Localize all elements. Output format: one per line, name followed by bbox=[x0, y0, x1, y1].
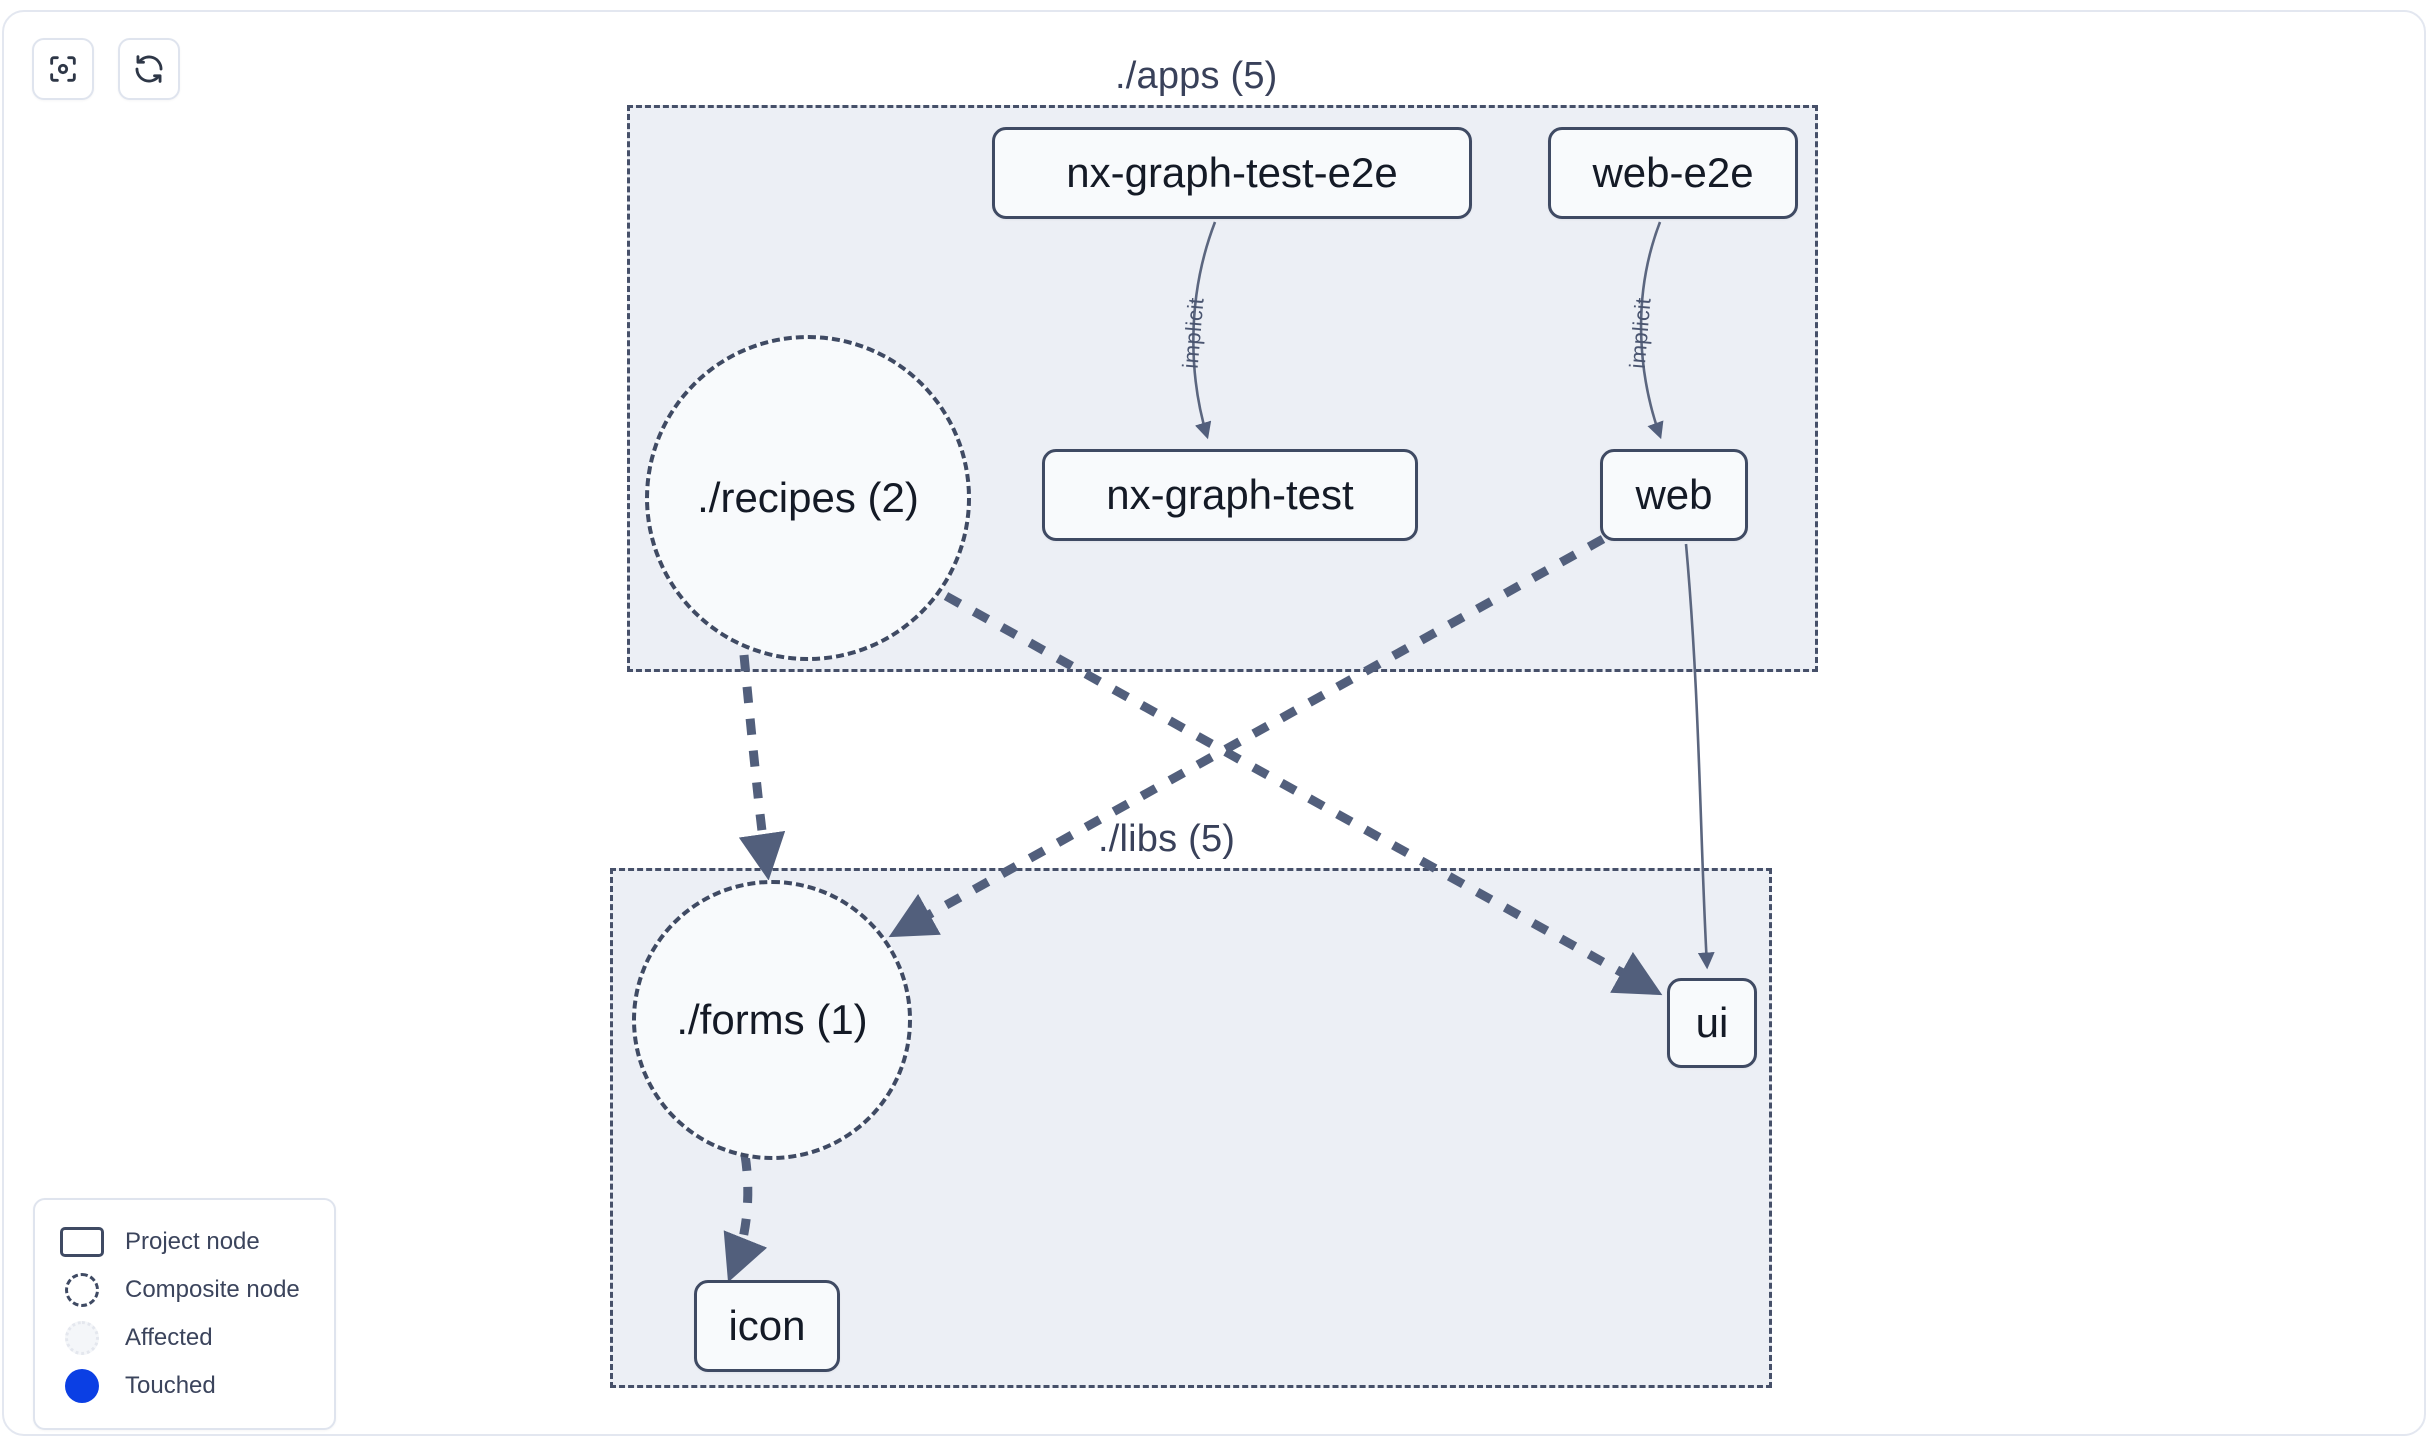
node-label: web bbox=[1635, 471, 1713, 518]
edge-recipes-to-forms bbox=[738, 654, 786, 881]
node-ui[interactable]: ui bbox=[1667, 978, 1757, 1068]
group-label-apps: ./apps (5) bbox=[1115, 55, 1278, 97]
project-node-swatch-icon bbox=[59, 1227, 105, 1257]
node-label: nx-graph-test bbox=[1106, 471, 1354, 518]
composite-node-swatch-icon bbox=[59, 1273, 105, 1307]
legend-label: Affected bbox=[125, 1324, 213, 1351]
graph-toolbar bbox=[32, 38, 180, 100]
node-label: ./forms (1) bbox=[676, 996, 868, 1043]
affected-swatch-icon bbox=[59, 1321, 105, 1355]
node-label: ui bbox=[1695, 999, 1729, 1046]
legend-label: Touched bbox=[125, 1372, 216, 1399]
node-label: web-e2e bbox=[1592, 149, 1754, 196]
legend-label: Composite node bbox=[125, 1276, 300, 1303]
focus-graph-button[interactable] bbox=[32, 38, 94, 100]
node-icon[interactable]: icon bbox=[694, 1280, 840, 1372]
node-recipes-composite[interactable]: ./recipes (2) bbox=[645, 335, 971, 661]
node-label: icon bbox=[728, 1302, 806, 1349]
legend-label: Project node bbox=[125, 1228, 260, 1255]
legend-item-touched: Touched bbox=[59, 1362, 312, 1410]
node-label: ./recipes (2) bbox=[697, 474, 919, 521]
legend-item-composite-node: Composite node bbox=[59, 1266, 312, 1314]
legend-item-project-node: Project node bbox=[59, 1218, 312, 1266]
node-nx-graph-test-e2e[interactable]: nx-graph-test-e2e bbox=[992, 127, 1472, 219]
node-nx-graph-test[interactable]: nx-graph-test bbox=[1042, 449, 1418, 541]
refresh-graph-button[interactable] bbox=[118, 38, 180, 100]
node-forms-composite[interactable]: ./forms (1) bbox=[632, 880, 912, 1160]
touched-swatch-icon bbox=[59, 1369, 105, 1403]
node-label: nx-graph-test-e2e bbox=[1066, 149, 1398, 196]
focus-target-icon bbox=[46, 52, 80, 86]
node-web-e2e[interactable]: web-e2e bbox=[1548, 127, 1798, 219]
graph-legend: Project node Composite node Affected Tou… bbox=[33, 1198, 336, 1430]
legend-item-affected: Affected bbox=[59, 1314, 312, 1362]
refresh-icon bbox=[132, 52, 166, 86]
group-label-libs: ./libs (5) bbox=[1098, 818, 1236, 860]
node-web[interactable]: web bbox=[1600, 449, 1748, 541]
